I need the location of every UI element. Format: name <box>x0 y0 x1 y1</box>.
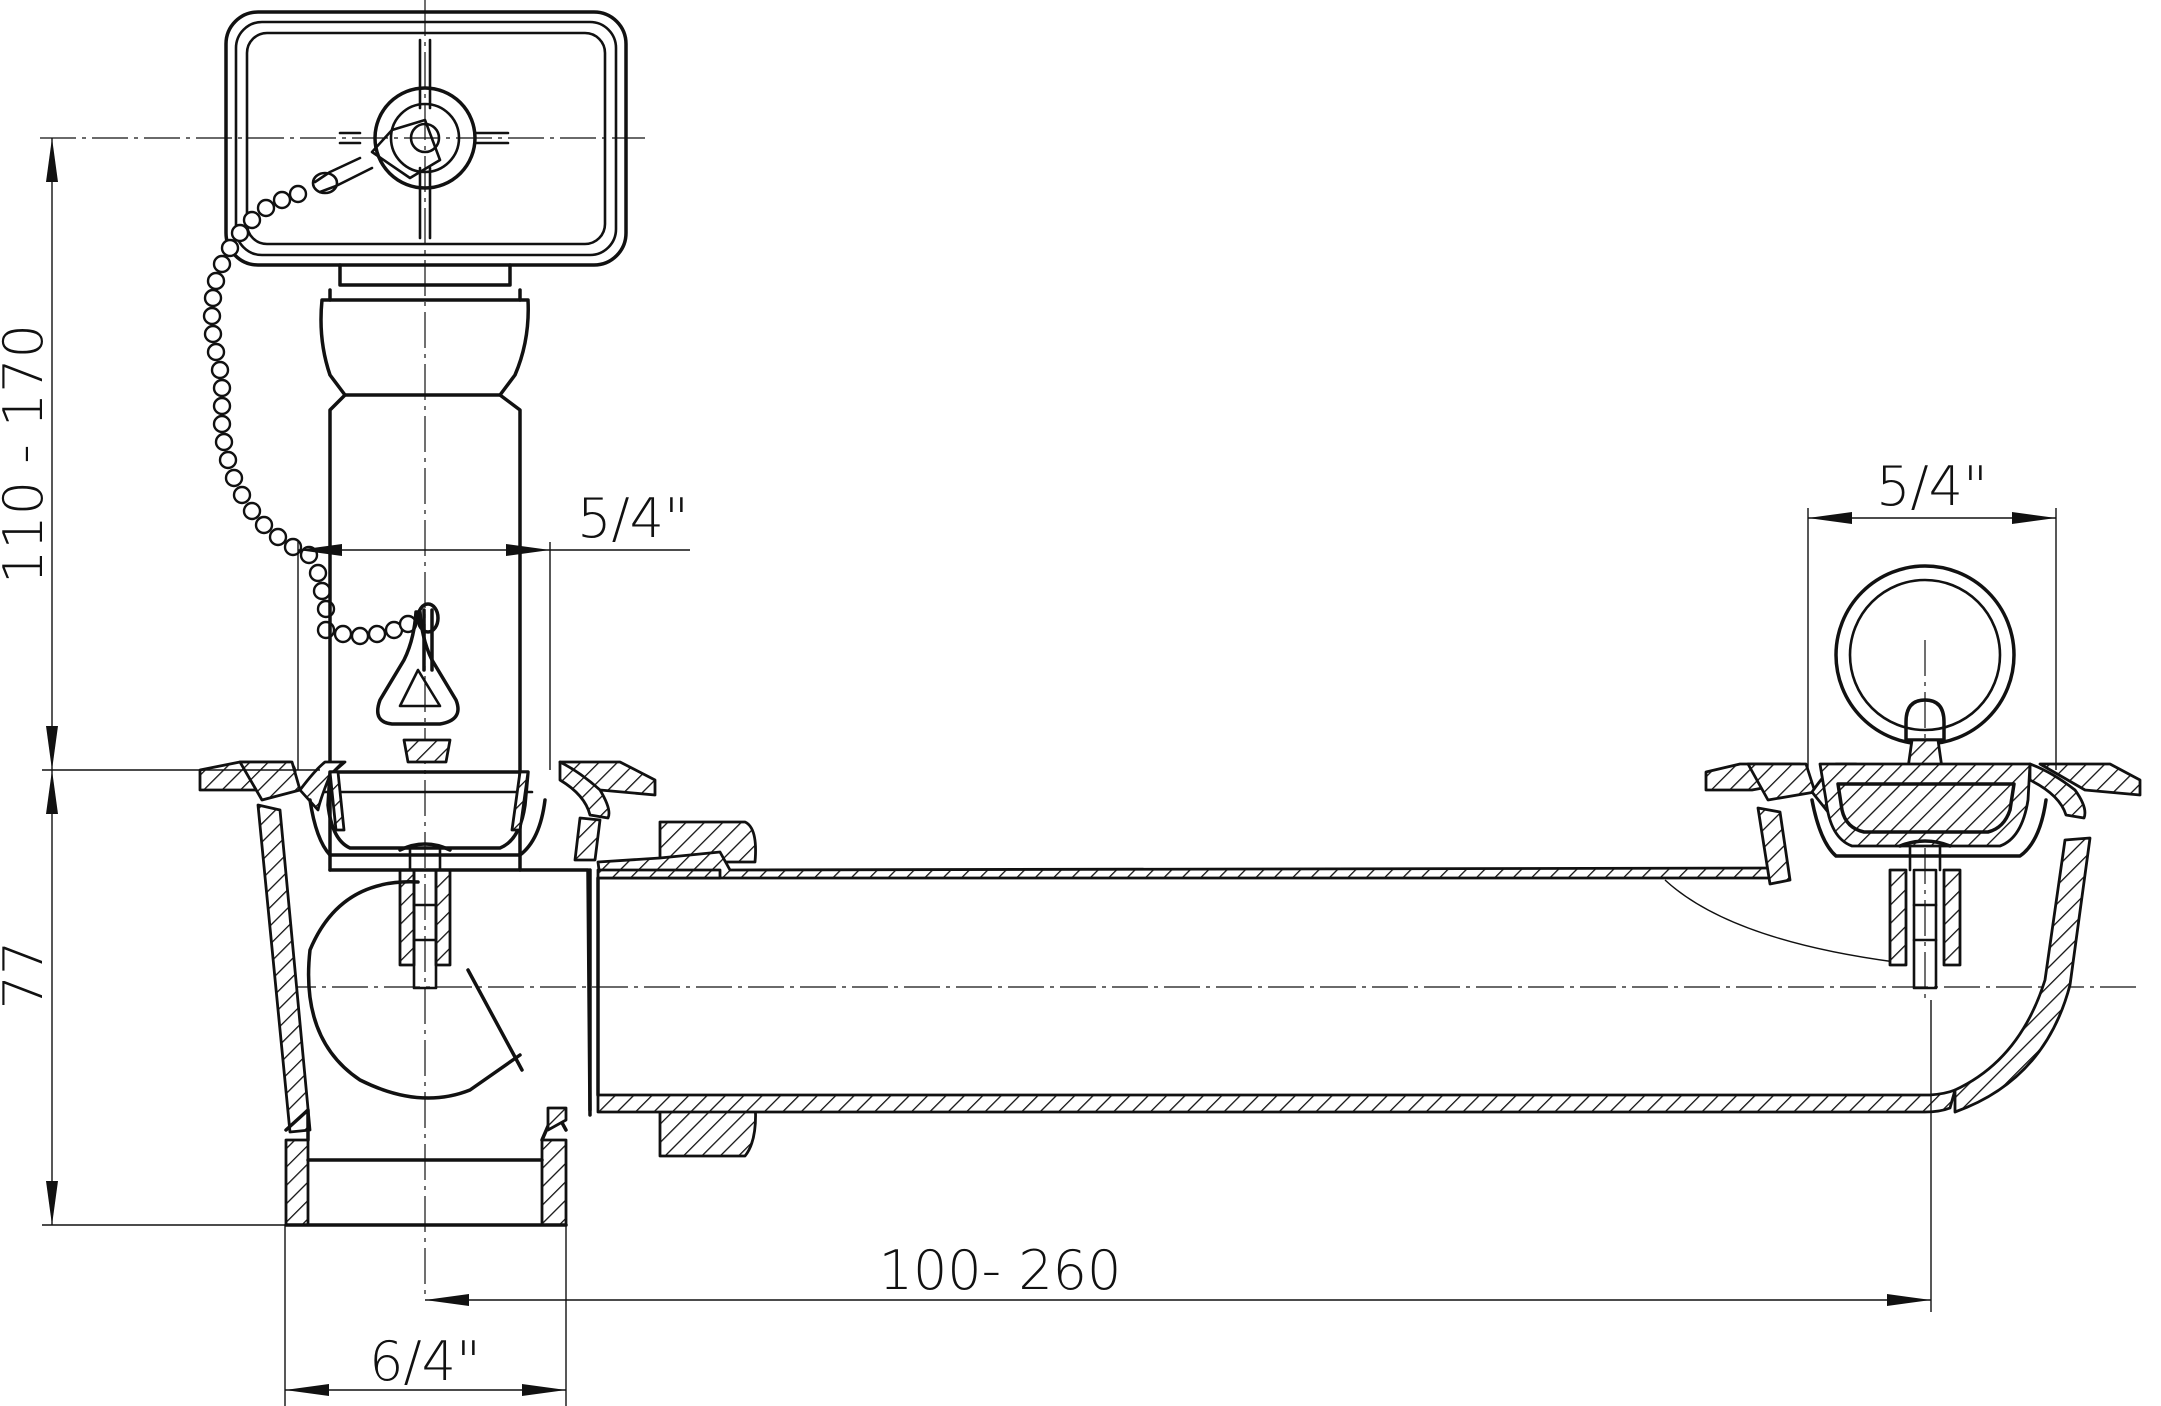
dimension-overflow-thread: 5/4" <box>577 487 689 550</box>
overflow-tube <box>319 263 530 872</box>
overflow-head <box>224 10 628 267</box>
left-plug-loop <box>376 602 460 726</box>
dimension-outlet-height: 77 <box>0 941 55 1010</box>
chain <box>202 184 418 646</box>
dimension-outlet-thread: 6/4" <box>369 1330 481 1393</box>
dimension-overflow-height: 110 - 170 <box>0 324 55 584</box>
dimension-lines <box>42 138 2057 1406</box>
dimension-strainer-thread: 5/4" <box>1876 455 1988 518</box>
left-strainer-body <box>198 738 657 1227</box>
right-strainer-body <box>1704 564 2142 990</box>
dimension-connector-length: 100- 260 <box>879 1239 1122 1302</box>
connector-pipe <box>588 820 2092 1158</box>
